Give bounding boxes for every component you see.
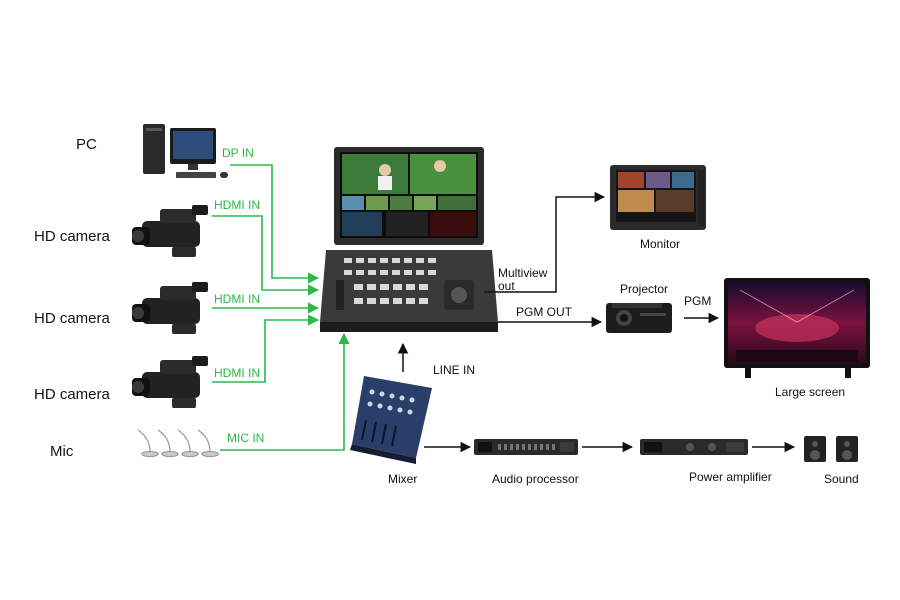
power-amplifier-icon [640, 439, 748, 455]
pc-icon [143, 124, 228, 178]
label-mixer: Mixer [388, 472, 417, 486]
label-projector: Projector [620, 282, 668, 296]
label-hd-camera-2: HD camera [34, 310, 111, 327]
label-pgm: PGM [684, 294, 711, 308]
label-hdmi-in-1: HDMI IN [214, 198, 260, 212]
label-multiview-out-2: out [498, 279, 515, 293]
label-mic: Mic [50, 443, 74, 460]
label-hd-camera-3: HD camera [34, 386, 111, 403]
label-multiview-out-1: Multiview [498, 266, 548, 280]
label-hdmi-in-3: HDMI IN [214, 366, 260, 380]
label-monitor: Monitor [640, 237, 680, 251]
label-hdmi-in-2: HDMI IN [214, 292, 260, 306]
hd-camera-1-icon [132, 205, 208, 257]
label-power-amplifier: Power amplifier [689, 470, 772, 484]
label-hd-camera-1: HD camera [34, 228, 111, 245]
label-pgm-out: PGM OUT [516, 305, 573, 319]
hd-camera-3-icon [132, 356, 208, 408]
label-large-screen: Large screen [775, 385, 845, 399]
projector-icon [606, 303, 672, 333]
input-lines [212, 164, 350, 451]
monitor-icon [610, 165, 706, 230]
hd-camera-2-icon [132, 282, 208, 334]
mixer-icon [350, 376, 432, 464]
label-pc: PC [76, 136, 97, 153]
label-mic-in: MIC IN [227, 431, 264, 445]
label-sound: Sound [824, 472, 859, 486]
mic-icon [137, 429, 219, 458]
large-screen-icon [724, 278, 870, 378]
output-lines [397, 191, 796, 453]
audio-processor-icon [474, 439, 578, 455]
label-audio-processor: Audio processor [492, 472, 579, 486]
video-switcher-icon [320, 147, 498, 332]
label-dp-in: DP IN [222, 146, 254, 160]
label-line-in: LINE IN [433, 363, 475, 377]
speakers-icon [804, 436, 858, 462]
